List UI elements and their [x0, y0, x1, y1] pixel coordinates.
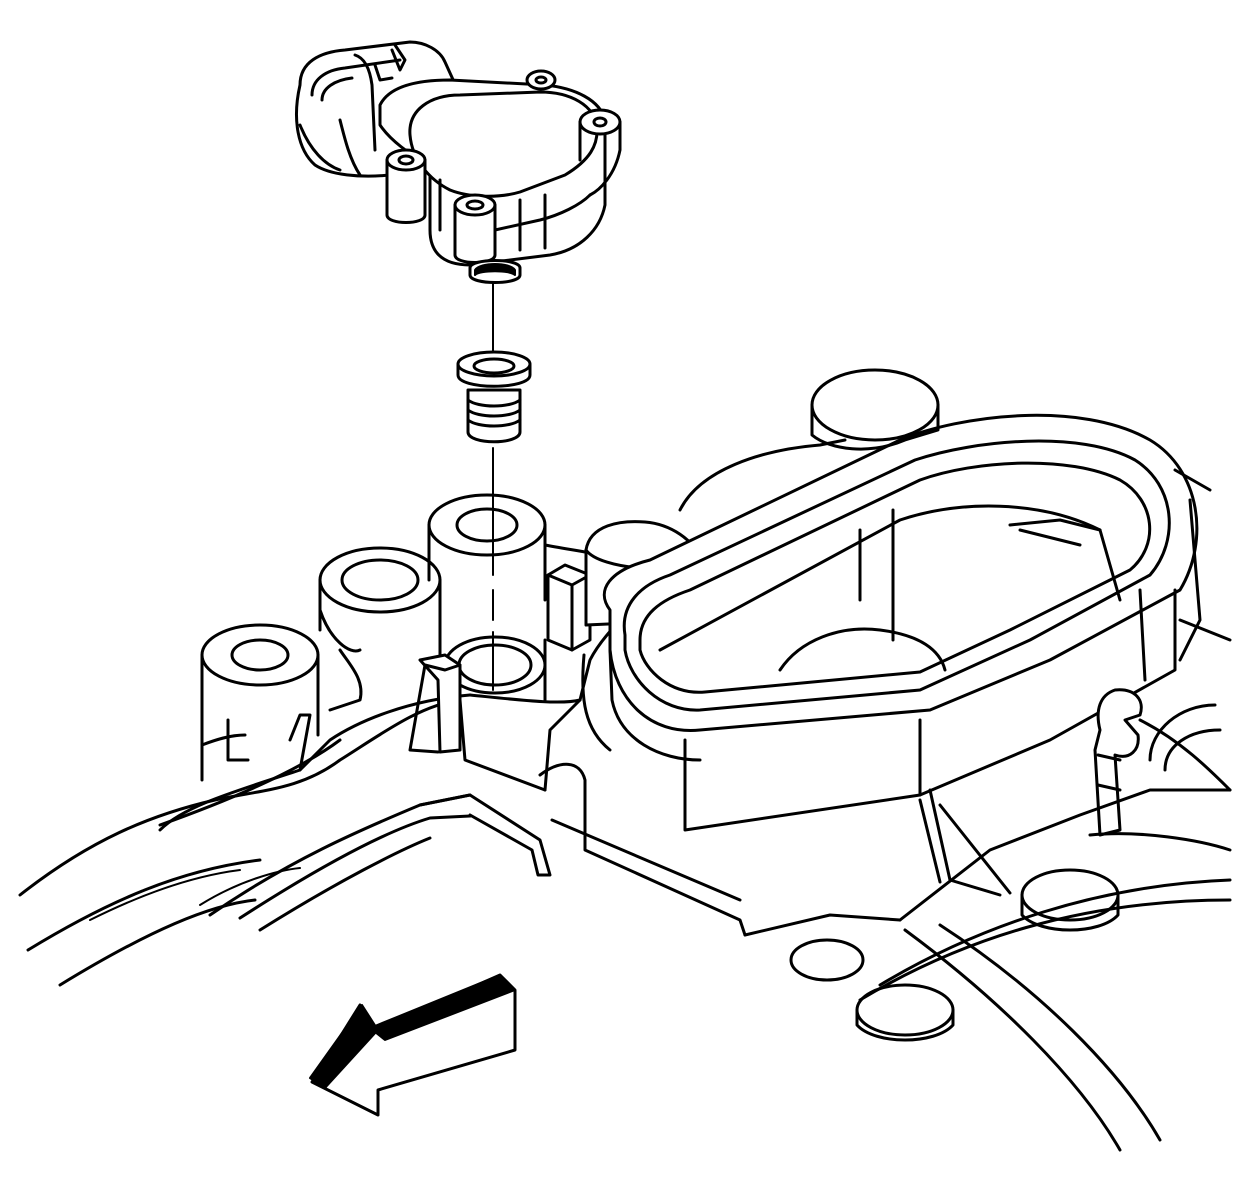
direction-arrow-icon: [309, 973, 517, 1117]
intake-manifold-icon: [18, 368, 1232, 1152]
sensor-icon: [295, 40, 622, 284]
seal-icon: [456, 350, 532, 444]
